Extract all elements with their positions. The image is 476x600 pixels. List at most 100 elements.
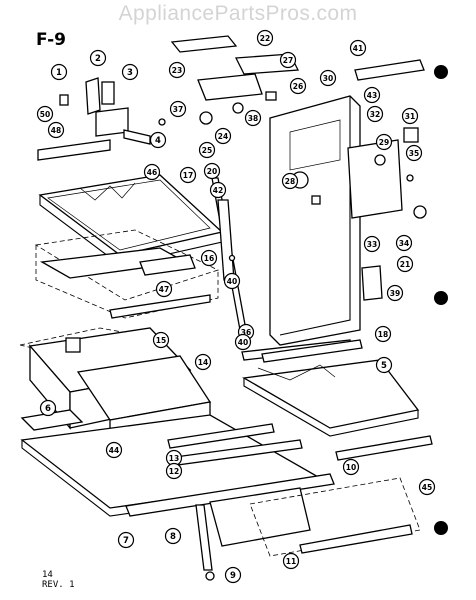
callout-circle <box>224 566 242 584</box>
callout-circle <box>234 333 252 351</box>
callout-circle <box>149 131 167 149</box>
callout-number: 25 <box>202 146 212 155</box>
callout-2: 2 <box>89 49 107 67</box>
right-shelf-assembly <box>241 339 420 437</box>
callout-6: 6 <box>39 399 57 417</box>
callout-number: 9 <box>230 571 236 581</box>
callout-number: 14 <box>198 358 208 367</box>
callout-circle <box>89 49 107 67</box>
callout-number: 24 <box>218 132 228 141</box>
upper-drawer-dashed <box>34 229 220 319</box>
callout-number: 37 <box>173 105 183 114</box>
callout-number: 11 <box>286 557 296 566</box>
control-bracket <box>347 139 427 301</box>
callout-30: 30 <box>319 69 337 87</box>
callout-50: 50 <box>36 105 54 123</box>
callout-number: 12 <box>169 467 179 476</box>
callout-41: 41 <box>349 39 367 57</box>
watermark: AppliancePartsPros.com <box>118 2 358 25</box>
callout-24: 24 <box>214 127 232 145</box>
callout-number: 26 <box>293 82 303 91</box>
callout-27: 27 <box>279 51 297 69</box>
callout-circle <box>214 127 232 145</box>
callout-48: 48 <box>47 121 65 139</box>
callout-circle <box>319 69 337 87</box>
callout-25: 25 <box>198 141 216 159</box>
callout-8: 8 <box>164 527 182 545</box>
callout-number: 41 <box>353 44 363 53</box>
callout-number: 50 <box>40 110 50 119</box>
callout-number: 38 <box>248 114 258 123</box>
callout-number: 10 <box>346 463 356 472</box>
callout-number: 39 <box>390 289 400 298</box>
callout-number: 36 <box>241 328 251 337</box>
callout-circle <box>209 181 227 199</box>
callout-circle <box>203 162 221 180</box>
callout-circle <box>282 552 300 570</box>
callout-circle <box>200 249 218 267</box>
callout-circle <box>223 272 241 290</box>
callout-47: 47 <box>155 280 173 298</box>
callout-number: 18 <box>378 330 388 339</box>
callout-number: 23 <box>172 66 182 75</box>
binder-holes <box>434 65 448 535</box>
callout-number: 33 <box>367 240 377 249</box>
callout-37: 37 <box>169 100 187 118</box>
callout-29: 29 <box>375 133 393 151</box>
callout-number: 6 <box>45 404 51 414</box>
callout-circle <box>374 325 392 343</box>
callout-circle <box>281 172 299 190</box>
callout-number: 47 <box>159 285 169 294</box>
callout-46: 46 <box>143 163 161 181</box>
callout-16: 16 <box>200 249 218 267</box>
callout-9: 9 <box>224 566 242 584</box>
callout-number: 21 <box>400 260 410 269</box>
callout-number: 4 <box>155 136 161 146</box>
callout-circle <box>105 441 123 459</box>
callout-circle <box>375 356 393 374</box>
callout-circle <box>418 478 436 496</box>
callout-3: 3 <box>121 63 139 81</box>
callout-circle <box>363 235 381 253</box>
callout-circle <box>194 353 212 371</box>
callout-number: 5 <box>381 361 387 371</box>
callout-7: 7 <box>117 531 135 549</box>
callout-number: 35 <box>409 149 419 158</box>
callout-circle <box>47 121 65 139</box>
callout-18: 18 <box>374 325 392 343</box>
callout-42: 42 <box>209 181 227 199</box>
revision-label: REV. 1 <box>42 580 75 590</box>
callout-number: 43 <box>367 91 377 100</box>
callout-number: 42 <box>213 186 223 195</box>
callout-38: 38 <box>244 109 262 127</box>
callout-number: 46 <box>147 168 157 177</box>
callout-circle <box>279 51 297 69</box>
callout-12: 12 <box>165 462 183 480</box>
callout-circle <box>401 107 419 125</box>
upper-shelf-assembly <box>37 139 224 266</box>
callout-circle <box>36 105 54 123</box>
callout-circle <box>155 280 173 298</box>
callout-22: 22 <box>256 29 274 47</box>
callout-number: 27 <box>283 56 293 65</box>
callout-circle <box>396 255 414 273</box>
callout-circle <box>117 531 135 549</box>
callout-circle <box>349 39 367 57</box>
callout-circle <box>386 284 404 302</box>
callout-circle <box>363 86 381 104</box>
callout-32: 32 <box>366 105 384 123</box>
callout-43: 43 <box>363 86 381 104</box>
callout-number: 44 <box>109 446 119 455</box>
callout-40: 40 <box>234 333 252 351</box>
callout-circle <box>121 63 139 81</box>
callout-circle <box>169 100 187 118</box>
callout-number: 34 <box>399 239 409 248</box>
callout-28: 28 <box>281 172 299 190</box>
callout-34: 34 <box>395 234 413 252</box>
callout-23: 23 <box>168 61 186 79</box>
callout-number: 22 <box>260 34 270 43</box>
callout-number: 15 <box>156 336 166 345</box>
callout-circle <box>395 234 413 252</box>
callout-number: 8 <box>170 532 176 542</box>
